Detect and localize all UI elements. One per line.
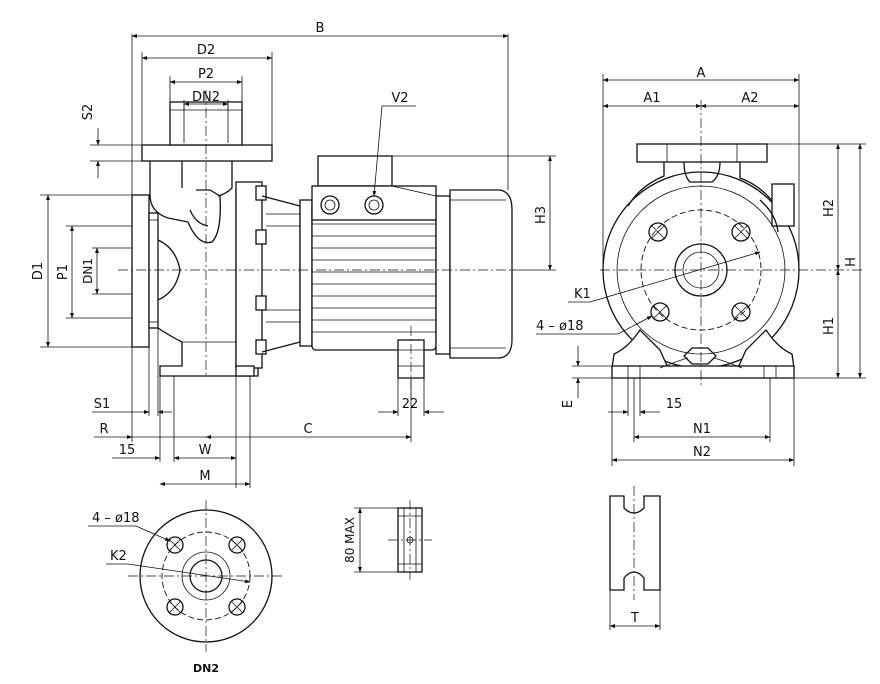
- dim-t: T: [630, 611, 639, 626]
- dim-dn1: DN1: [81, 258, 95, 284]
- pump-casing: [157, 181, 267, 377]
- dim-p1: P1: [56, 264, 71, 280]
- dim-15-right: 15: [666, 397, 683, 412]
- dim-h2: H2: [822, 199, 837, 217]
- motor: [311, 155, 513, 379]
- dim-n1: N1: [693, 422, 711, 437]
- dim-d2: D2: [197, 43, 215, 58]
- dim-h3: H3: [534, 206, 549, 224]
- suction-flange: [131, 194, 181, 348]
- caption-dn2: DN2: [193, 662, 219, 675]
- foot-slot-detail: T: [609, 486, 661, 630]
- dim-h1: H1: [822, 317, 837, 335]
- dim-c: C: [303, 422, 312, 437]
- pipe-clamp-detail: 80 MAX: [343, 500, 432, 580]
- dim-d1: D1: [31, 262, 46, 280]
- dim-s2: S2: [81, 104, 96, 121]
- dim-b: B: [316, 21, 325, 36]
- dim-w: W: [199, 443, 212, 458]
- lantern-bracket: [261, 195, 313, 353]
- side-view: B D2 P2 DN2 S2 V2 H3 D1: [31, 21, 556, 488]
- dim-a1: A1: [643, 91, 660, 106]
- dim-80-max: 80 MAX: [343, 517, 357, 563]
- dim-p2: P2: [198, 67, 214, 82]
- dim-m: M: [199, 469, 210, 484]
- dim-15-left: 15: [119, 443, 136, 458]
- dim-r: R: [99, 422, 108, 437]
- dim-n2: N2: [693, 445, 711, 460]
- dim-22: 22: [402, 397, 419, 412]
- label-k1: K1: [574, 287, 591, 302]
- dim-a2: A2: [741, 91, 758, 106]
- label-v2: V2: [391, 91, 408, 106]
- label-holes-flange: 4 – ø18: [92, 511, 140, 526]
- dim-s1: S1: [94, 397, 111, 412]
- dim-e: E: [561, 400, 576, 408]
- dim-h: H: [844, 257, 859, 267]
- label-holes-side: 4 – ø18: [536, 319, 584, 334]
- dim-a: A: [697, 66, 706, 81]
- label-k2: K2: [110, 549, 127, 564]
- dim-dn2-top: DN2: [192, 90, 220, 105]
- front-view: A A1 A2 H2 H H1 K1 4 – ø18 E 15: [536, 66, 866, 466]
- flange-detail-dn2: 4 – ø18 K2 DN2: [88, 500, 284, 675]
